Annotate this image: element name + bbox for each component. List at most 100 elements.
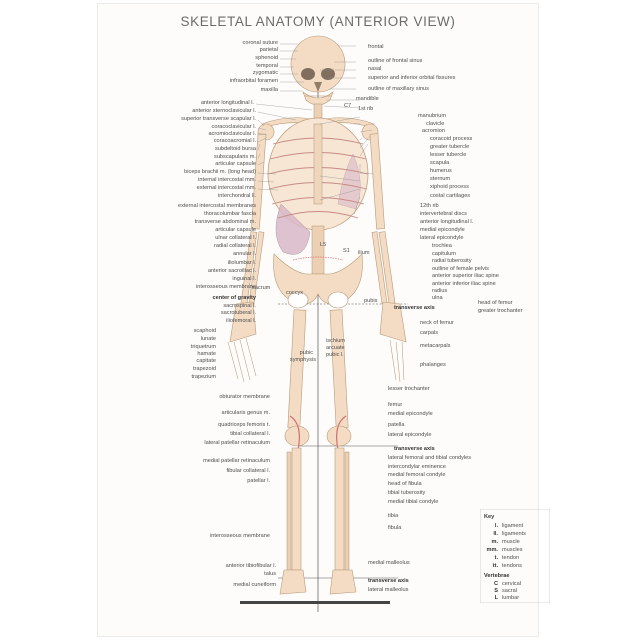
label-outline-female-pelvis: outline of female pelvis: [432, 266, 489, 272]
label-greater-tubercle: greater tubercle: [430, 144, 469, 150]
label-articular-capsule-2: articular capsule: [215, 227, 256, 233]
label-sphenoid: sphenoid: [255, 55, 278, 61]
key-desc: muscles: [502, 547, 523, 553]
label-intercondylar-eminence: intercondylar eminence: [388, 464, 446, 470]
label-talus: talus: [264, 571, 276, 577]
label-anterior-sacroiliac: anterior sacroiliac l.: [208, 268, 257, 274]
label-maxilla: maxilla: [261, 87, 279, 93]
label-medial-tibial-condyle: medial tibial condyle: [388, 499, 438, 505]
key-desc: lumbar: [502, 595, 519, 601]
leader-lines: [255, 43, 375, 215]
label-asis: anterior superior iliac spine: [432, 273, 499, 279]
label-biceps-brachii: biceps brachii m. (long head): [184, 169, 256, 175]
label-interosseous-membrane-2: interosseous membrane: [210, 533, 270, 539]
label-hamate: hamate: [197, 351, 216, 357]
label-lunate: lunate: [201, 336, 216, 342]
pelvis: [273, 253, 363, 309]
label-annular: annular l.: [233, 251, 256, 257]
label-costal-cartilages: costal cartilages: [430, 193, 470, 199]
label-pubis: pubis: [364, 298, 378, 304]
label-greater-trochanter: greater trochanter: [478, 308, 523, 314]
label-tibia: tibia: [388, 513, 399, 519]
key-abbr: mm.: [486, 547, 498, 553]
label-scapula: scapula: [430, 160, 450, 166]
label-pubic: pubic: [300, 350, 314, 356]
left-labels: coronal suture parietal sphenoid tempora…: [178, 40, 316, 588]
key-abbr: l.: [495, 523, 499, 529]
label-coronal-suture: coronal suture: [243, 40, 278, 46]
label-carpals: carpals: [420, 330, 438, 336]
label-ulnar-collateral: ulnar collateral l.: [215, 235, 256, 241]
poster-title: SKELETAL ANATOMY (ANTERIOR VIEW): [180, 14, 456, 29]
label-center-of-gravity: center of gravity: [212, 295, 256, 301]
label-medial-epicondyle: medial epicondyle: [420, 227, 465, 233]
label-infraorbital-foramen: infraorbital foramen: [230, 78, 278, 84]
label-obturator-membrane: obturator membrane: [219, 394, 270, 400]
label-phalanges: phalanges: [420, 362, 446, 368]
label-quadriceps-femoris: quadriceps femoris t.: [218, 422, 270, 428]
label-neck-of-femur: neck of femur: [420, 320, 454, 326]
label-1st-rib: 1st rib: [358, 106, 373, 112]
label-l5: L5: [320, 242, 326, 248]
cervical-spine: [313, 103, 323, 119]
label-patella: patella: [388, 422, 405, 428]
label-trapezoid: trapezoid: [193, 366, 216, 372]
label-fibula: fibula: [388, 525, 402, 531]
key-abbr: m.: [491, 539, 498, 545]
leg-right: [326, 309, 357, 595]
label-intervertebral-discs: intervertebral discs: [420, 211, 467, 217]
key-abbr: ll.: [493, 531, 498, 537]
label-transverse-axis-knee: transverse axis: [394, 446, 435, 452]
key-abbr: tt.: [493, 563, 499, 569]
label-medial-epicondyle-knee: medial epicondyle: [388, 411, 433, 417]
label-anterior-tibiofibular: anterior tibiofibular l.: [226, 563, 277, 569]
key-heading: Key: [484, 514, 495, 520]
legend-key: Key l. ligament ll. ligaments m. muscle …: [480, 509, 550, 603]
inline-labels: L5 S1 ilium sacrum coccyx pubis transver…: [252, 242, 435, 358]
key-vertebrae: C cervical S sacral L lumbar: [494, 581, 521, 601]
label-anterior-longitudinal-r: anterior longitudinal l.: [420, 219, 474, 225]
label-iliofemoral: iliofemoral l.: [226, 318, 256, 324]
label-medial-patellar-retinaculum: medial patellar retinaculum: [203, 458, 270, 464]
arm-left: [227, 123, 275, 383]
base-plate: [240, 601, 390, 604]
key-desc: tendon: [502, 555, 519, 561]
label-capitate: capitate: [196, 358, 216, 364]
label-manubrium: manubrium: [418, 113, 446, 119]
label-head-of-fibula: head of fibula: [388, 481, 422, 487]
label-outline-maxillary-sinus: outline of maxillary sinus: [368, 86, 429, 92]
anatomy-poster: SKELETAL ANATOMY (ANTERIOR VIEW): [98, 4, 550, 636]
label-lateral-epicondyle-knee: lateral epicondyle: [388, 432, 432, 438]
key-desc: ligament: [502, 523, 524, 529]
key-abbr: t.: [495, 555, 499, 561]
key-desc: sacral: [502, 588, 517, 594]
label-interchondral: interchondral ll.: [218, 193, 256, 199]
label-anterior-longitudinal-l: anterior longitudinal l.: [201, 100, 255, 106]
label-s1: S1: [343, 248, 350, 254]
label-lateral-malleolus: lateral malleolus: [368, 587, 409, 593]
key-abbr: L: [495, 595, 499, 601]
label-nasal: nasal: [368, 66, 381, 72]
label-internal-intercostal: internal intercostal mm.: [198, 177, 256, 183]
skull: [290, 35, 346, 106]
label-mandible: mandible: [356, 96, 379, 102]
label-tibial-tuberosity: tibial tuberosity: [388, 490, 426, 496]
label-acromioclavicular-l: acromioclavicular l.: [208, 131, 256, 137]
label-lesser-trochanter: lesser trochanter: [388, 386, 430, 392]
label-ulna: ulna: [432, 295, 443, 301]
label-external-intercostal: external intercostal mm.: [197, 185, 257, 191]
label-frontal: frontal: [368, 44, 384, 50]
label-zygomatic: zygomatic: [253, 70, 278, 76]
label-symphysis: symphysis: [290, 357, 316, 363]
label-temporal: temporal: [256, 63, 278, 69]
leg-left: [279, 309, 310, 595]
label-capitulum: capitulum: [432, 251, 456, 257]
arm-right: [361, 123, 407, 383]
key-desc: ligaments: [502, 531, 526, 537]
key-desc: tendons: [502, 563, 522, 569]
label-subscapularis-m: subscapularis m.: [214, 154, 256, 160]
label-triquetrum: triquetrum: [191, 344, 217, 350]
label-tibial-collateral: tibial collateral l.: [230, 431, 270, 437]
label-radial-collateral: radial collateral l.: [214, 243, 256, 249]
label-coracoacromial-l: coracoacromial l.: [214, 138, 257, 144]
